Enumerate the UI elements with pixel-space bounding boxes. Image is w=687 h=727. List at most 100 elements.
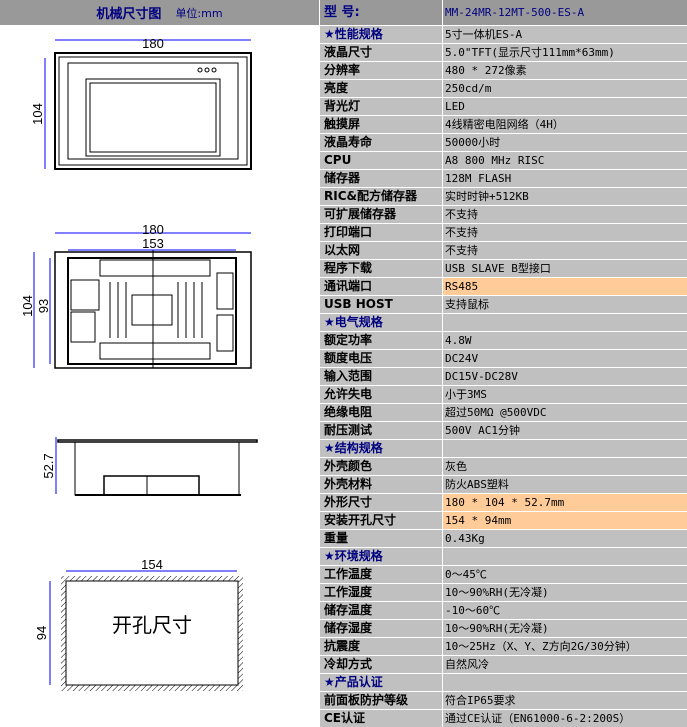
spec-value xyxy=(443,548,687,565)
spec-value: 480 * 272像素 xyxy=(443,62,687,79)
spec-value: USB SLAVE B型接口 xyxy=(443,260,687,277)
spec-key: 额度电压 xyxy=(320,350,442,367)
spec-row: 以太网不支持 xyxy=(319,242,687,259)
model-key: 型 号: xyxy=(320,0,442,25)
spec-key: 打印端口 xyxy=(320,224,442,241)
spec-key: 液晶尺寸 xyxy=(320,44,442,61)
spec-key: ★电气规格 xyxy=(320,314,442,331)
spec-key: 以太网 xyxy=(320,242,442,259)
spec-row: 允许失电小于3MS xyxy=(319,386,687,403)
spec-row: 前面板防护等级符合IP65要求 xyxy=(319,692,687,709)
spec-value: 通过CE认证（EN61000-6-2:200S） xyxy=(443,710,687,727)
spec-value: 防火ABS塑料 xyxy=(443,476,687,493)
spec-value: 10～90%RH(无冷凝) xyxy=(443,584,687,601)
back-width-label: 180 xyxy=(142,222,164,237)
spec-key: 冷却方式 xyxy=(320,656,442,673)
spec-key: 安装开孔尺寸 xyxy=(320,512,442,529)
front-view xyxy=(44,39,252,170)
spec-value: 超过50MΩ @500VDC xyxy=(443,404,687,421)
spec-key: RIC&配方储存器 xyxy=(320,188,442,205)
spec-key: ★产品认证 xyxy=(320,674,442,691)
spec-value xyxy=(443,314,687,331)
spec-key: 抗震度 xyxy=(320,638,442,655)
spec-key: 外壳颜色 xyxy=(320,458,442,475)
spec-value: 10～25Hz（X、Y、Z方向2G/30分钟） xyxy=(443,638,687,655)
spec-key: 储存器 xyxy=(320,170,442,187)
spec-row: RIC&配方储存器实时时钟+512KB xyxy=(319,188,687,205)
back-height-label: 104 xyxy=(20,295,35,317)
cutout-width-label: 154 xyxy=(141,557,163,572)
spec-key: 储存温度 xyxy=(320,602,442,619)
spec-key: 程序下载 xyxy=(320,260,442,277)
spec-key: 液晶寿命 xyxy=(320,134,442,151)
spec-value: 小于3MS xyxy=(443,386,687,403)
cutout-label: 开孔尺寸 xyxy=(112,613,192,637)
spec-key: CPU xyxy=(320,152,442,169)
front-height-label: 104 xyxy=(30,103,45,125)
front-width-label: 180 xyxy=(142,36,164,51)
spec-key: 分辨率 xyxy=(320,62,442,79)
spec-key: ★性能规格 xyxy=(320,26,442,43)
spec-row: 储存温度-10～60℃ xyxy=(319,602,687,619)
dimension-drawings: 180 104 180 153 104 93 xyxy=(20,36,258,691)
spec-value: 支持鼠标 xyxy=(443,296,687,313)
spec-key: 输入范围 xyxy=(320,368,442,385)
spec-key: ★结构规格 xyxy=(320,440,442,457)
spec-key: 允许失电 xyxy=(320,386,442,403)
spec-value: -10～60℃ xyxy=(443,602,687,619)
spec-row: CE认证通过CE认证（EN61000-6-2:200S） xyxy=(319,710,687,727)
spec-value: 不支持 xyxy=(443,224,687,241)
spec-value: RS485 xyxy=(443,278,687,295)
spec-value: 50000小时 xyxy=(443,134,687,151)
cutout-view xyxy=(49,570,243,691)
spec-key: 通讯端口 xyxy=(320,278,442,295)
back-inner-height-label: 93 xyxy=(36,299,51,313)
spec-row: 冷却方式自然风冷 xyxy=(319,656,687,673)
spec-value: 4线精密电阻网络（4H） xyxy=(443,116,687,133)
spec-key: 重量 xyxy=(320,530,442,547)
spec-key: CE认证 xyxy=(320,710,442,727)
spec-value: 180 * 104 * 52.7mm xyxy=(443,494,687,511)
spec-value: 实时时钟+512KB xyxy=(443,188,687,205)
spec-key: 工作温度 xyxy=(320,566,442,583)
spec-key: 前面板防护等级 xyxy=(320,692,442,709)
spec-key: ★环境规格 xyxy=(320,548,442,565)
spec-key: 额定功率 xyxy=(320,332,442,349)
spec-value: 自然风冷 xyxy=(443,656,687,673)
section-header-row: ★产品认证 xyxy=(319,674,687,691)
spec-value: DC24V xyxy=(443,350,687,367)
mechanical-drawing-panel: 机械尺寸图 单位:mm 180 104 xyxy=(0,0,319,727)
spec-value xyxy=(443,674,687,691)
spec-value: 不支持 xyxy=(443,242,687,259)
spec-key: 外形尺寸 xyxy=(320,494,442,511)
spec-key: 耐压测试 xyxy=(320,422,442,439)
side-depth-label: 52.7 xyxy=(41,453,56,478)
section-header-row: ★结构规格 xyxy=(319,440,687,457)
drawing-title: 机械尺寸图 xyxy=(96,7,162,22)
spec-value: 灰色 xyxy=(443,458,687,475)
spec-key: 绝缘电阻 xyxy=(320,404,442,421)
spec-key: 外壳材料 xyxy=(320,476,442,493)
spec-row: 绝缘电阻超过50MΩ @500VDC xyxy=(319,404,687,421)
spec-value: 0.43Kg xyxy=(443,530,687,547)
